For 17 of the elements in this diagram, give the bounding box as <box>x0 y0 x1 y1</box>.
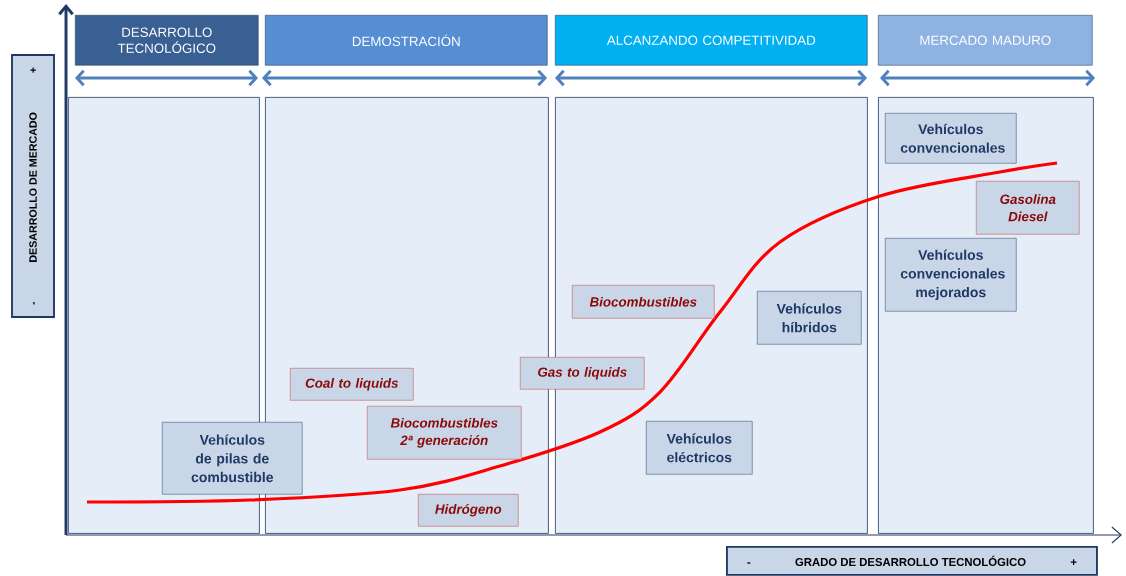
technology-box: Vehículos convencionales <box>885 113 1017 164</box>
technology-box: Vehículos de pilas de combustible <box>162 422 303 495</box>
fuel-box: Hidrógeno <box>418 494 519 527</box>
fuel-box: Coal to liquids <box>290 368 414 401</box>
stage-header: MERCADO MADURO <box>878 15 1093 66</box>
fuel-box: Gas to liquids <box>520 357 645 390</box>
fuel-box: Biocombustibles <box>572 285 715 319</box>
stage-header: DEMOSTRACIÓN <box>265 15 548 66</box>
stage-header: ALCANZANDO COMPETITIVIDAD <box>555 15 868 66</box>
fuel-box: Biocombustibles 2ª generación <box>367 406 522 460</box>
technology-box: Vehículos eléctricos <box>646 421 753 475</box>
fuel-box: Gasolina Diesel <box>976 181 1080 235</box>
stage-header: DESARROLLO TECNOLÓGICO <box>75 15 259 66</box>
axis-label-box: - DESARROLLO DE MERCADO + <box>11 54 55 318</box>
technology-box: Vehículos convencionales mejorados <box>885 238 1017 312</box>
axis-label-box: - GRADO DE DESARROLLO TECNOLÓGICO + <box>726 546 1098 576</box>
technology-box: Vehículos híbridos <box>757 291 862 345</box>
